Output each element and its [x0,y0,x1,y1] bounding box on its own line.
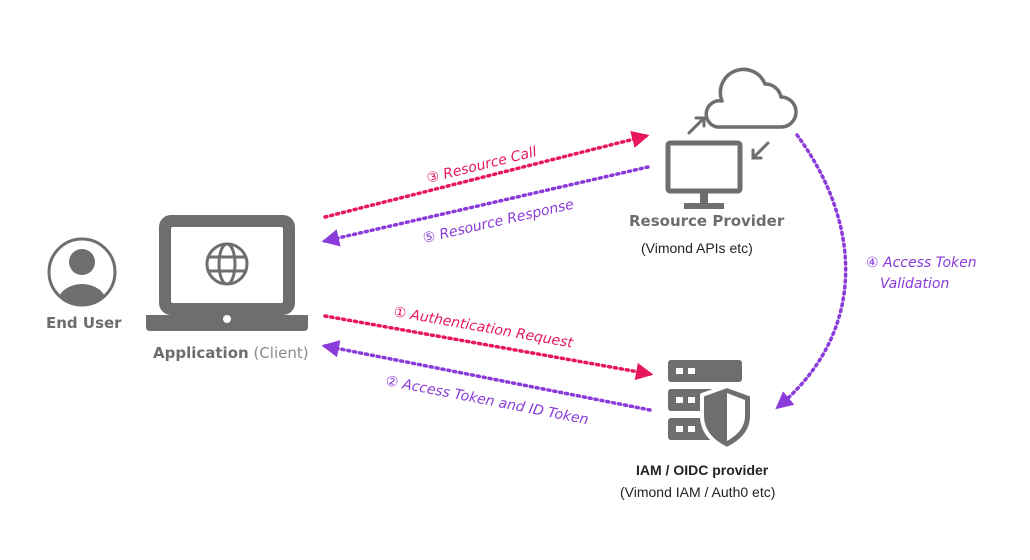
server-shield-icon [668,360,754,451]
arrow-authentication-request [323,314,654,381]
arrow-resource-call [323,130,650,219]
step-marker: ② [384,373,399,391]
label-access-token: ② Access Token and ID Token [384,373,589,428]
monitor-cloud-icon [665,67,798,209]
application-label: Application (Client) [153,343,309,362]
iam-provider-subtitle: (Vimond IAM / Auth0 etc) [620,484,776,500]
sync-arrows-icon [687,116,770,160]
step-marker: ⑤ [421,228,437,246]
arrow-token-validation [775,133,848,410]
resource-provider-title: Resource Provider [629,212,785,230]
laptop-globe-icon [146,215,308,331]
arrow-resource-response [321,165,650,247]
step-marker: ④ [866,255,879,271]
label-resource-response: ⑤ Resource Response [421,197,575,247]
iam-provider-title: IAM / OIDC provider [636,462,769,478]
step-marker: ③ [425,168,441,187]
step-marker: ① [392,304,407,322]
arrow-access-token [321,340,652,412]
globe-icon [205,242,249,286]
cloud-icon [704,67,798,129]
label-resource-call: ③ Resource Call [425,144,538,187]
application-client-suffix: (Client) [248,344,309,362]
label-token-validation-line2: Validation [880,276,949,292]
resource-provider-subtitle: (Vimond APIs etc) [641,240,753,256]
application-title: Application [153,344,249,362]
end-user-label: End User [46,314,122,332]
user-avatar-icon [47,237,117,307]
label-token-validation: ④ Access Token [866,255,977,271]
